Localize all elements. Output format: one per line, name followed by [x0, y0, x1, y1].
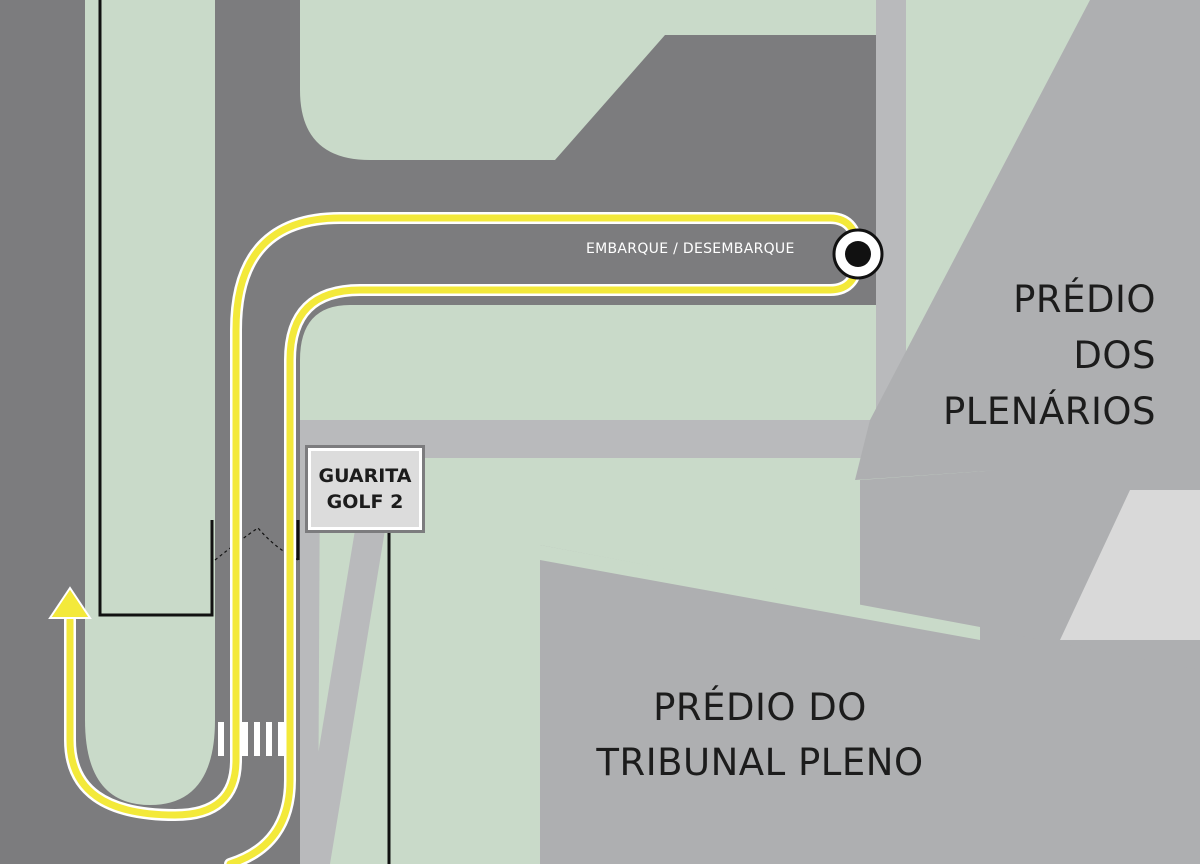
building-gap — [540, 545, 980, 640]
building-plenarios-label: PRÉDIO DOS PLENÁRIOS — [896, 272, 1156, 440]
sidewalk-diagonal — [300, 530, 385, 864]
building-tribunal-label: PRÉDIO DO TRIBUNAL PLENO — [540, 680, 980, 790]
fence-left — [98, 0, 214, 617]
sidewalk-left-strip — [298, 458, 320, 864]
building-plenarios-annex — [1060, 490, 1200, 640]
plenarios-line-3: PLENÁRIOS — [942, 390, 1156, 433]
tribunal-line-1: PRÉDIO DO — [653, 686, 867, 729]
guard-booth-line-1: GUARITA — [318, 465, 412, 487]
stop-marker-icon — [832, 228, 884, 280]
guard-booth-line-2: GOLF 2 — [326, 491, 404, 513]
route-arrow-icon — [48, 586, 92, 619]
plenarios-line-1: PRÉDIO — [1013, 278, 1156, 321]
tribunal-line-2: TRIBUNAL PLENO — [596, 741, 924, 784]
route-path — [66, 214, 862, 864]
median-island — [85, 0, 215, 805]
plenarios-line-2: DOS — [1073, 334, 1156, 377]
stop-label: EMBARQUE / DESEMBARQUE — [586, 241, 795, 257]
guard-booth: GUARITA GOLF 2 — [305, 445, 425, 533]
building-tribunal — [540, 545, 1200, 864]
